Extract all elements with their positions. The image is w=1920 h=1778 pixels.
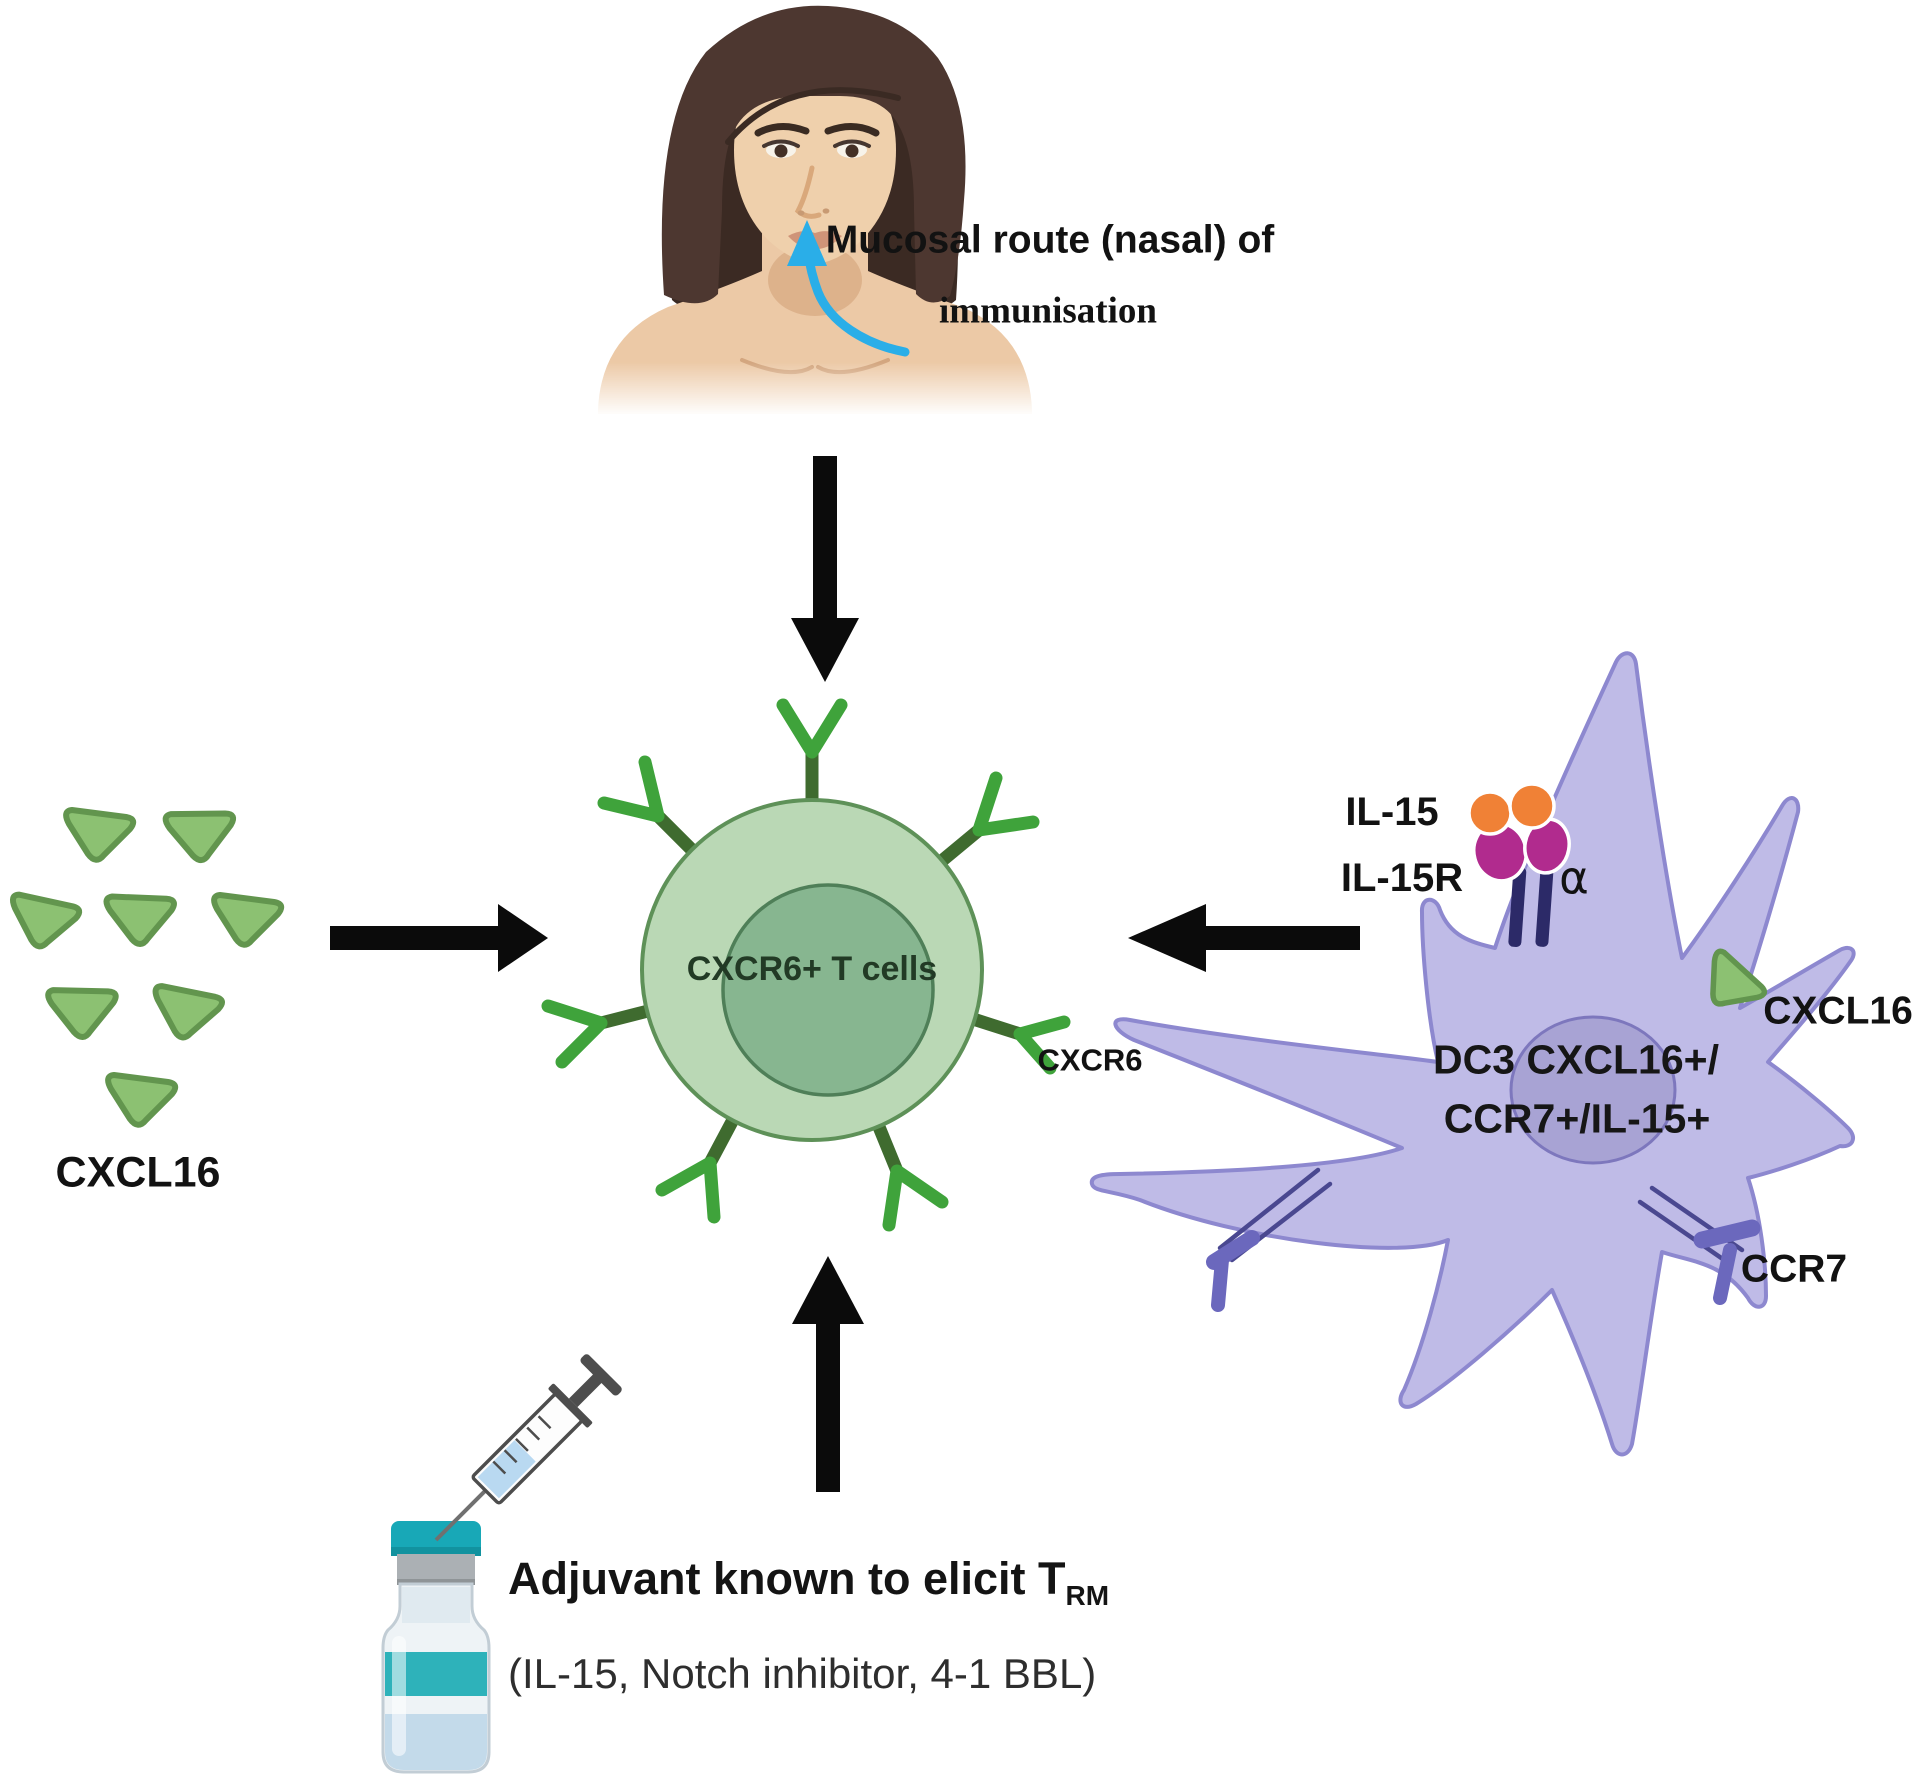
chest-fade: [560, 362, 1080, 416]
ccr7-receptor-icon: [1637, 1185, 1761, 1305]
iris-left: [774, 144, 788, 158]
cxcl16-molecule-icon: [108, 1075, 175, 1125]
t-cell-receptors: [541, 698, 1071, 1232]
ccr7-receptor-icon: [1206, 1167, 1333, 1312]
nasal-route-arrowhead-icon: [787, 220, 827, 266]
person-illustration: [560, 5, 1080, 416]
adjuvant-heading-subscript: RM: [1065, 1580, 1110, 1611]
arrow-down-icon: [791, 456, 859, 682]
il15r-alpha-label: α: [1559, 851, 1589, 905]
syringe-icon: [434, 1354, 622, 1542]
ccr7-label: CCR7: [1740, 1247, 1848, 1291]
il15r-subunit-icon: [1523, 817, 1571, 875]
dc-body-label-line1: DC3 CXCL16+/: [1433, 1036, 1719, 1083]
eyebrow-left-icon: [754, 123, 810, 137]
il15r-label: IL-15R: [1340, 856, 1464, 900]
vial-icon: [381, 1521, 491, 1774]
mucosal-route-caption-line1: Mucosal route (nasal) of: [825, 218, 1275, 262]
cxcr6-receptor-label: CXCR6: [1037, 1042, 1143, 1078]
eyebrow-right-icon: [824, 123, 880, 137]
dc-cxcl16-label: CXCL16: [1763, 989, 1913, 1033]
cxcl16-molecule-icon: [48, 984, 120, 1041]
il15-receptor-complex-icon: [1467, 782, 1571, 948]
cxcl16-molecule-icon: [152, 986, 222, 1040]
receptor-icon: [541, 999, 659, 1069]
nostril-right: [822, 208, 830, 214]
arrow-left-icon: [1128, 904, 1360, 972]
iris-right: [845, 144, 859, 158]
nose: [794, 165, 822, 219]
receptor-icon: [655, 1109, 742, 1224]
adjuvant-detail: (IL-15, Notch inhibitor, 4-1 BBL): [508, 1650, 1097, 1697]
eyelid-left: [762, 139, 800, 148]
cxcl16-molecule-icon: [214, 895, 281, 945]
arrow-up-icon: [792, 1256, 864, 1492]
receptor-icon: [597, 755, 702, 860]
eyelid-right: [833, 139, 871, 148]
cxcr6-receptor-icon: [963, 1011, 1071, 1075]
face: [734, 62, 896, 264]
cxcl16-molecule-icon: [66, 810, 133, 860]
adjuvant-heading-main: Adjuvant known to elicit T: [508, 1553, 1066, 1604]
cxcl16-cluster-label: CXCL16: [55, 1148, 221, 1197]
cxcl16-molecule-icon: [9, 894, 80, 949]
dendritic-cell-icon: [1089, 651, 1856, 1457]
t-cell-nucleus: [721, 883, 935, 1097]
il15-cytokine-icon: [1467, 790, 1513, 836]
receptor-icon: [870, 1115, 949, 1232]
hair-fringe-sweep: [725, 87, 901, 145]
hair-front: [661, 5, 966, 304]
cxcl16-molecule-icon: [106, 891, 177, 946]
t-cell-icon: [541, 698, 1071, 1232]
il15-label: IL-15: [1345, 790, 1439, 834]
t-cell-label: CXCR6+ T cells: [686, 950, 938, 988]
il15-cytokine-icon: [1508, 782, 1556, 830]
adjuvant-heading: Adjuvant known to elicit TRM: [508, 1556, 1109, 1610]
cxcl16-molecule-cluster: [9, 806, 281, 1125]
receptor-icon: [776, 698, 848, 812]
arrow-right-icon: [330, 904, 548, 972]
dc-body: [1089, 651, 1856, 1457]
cxcl16-molecule-icon: [165, 806, 238, 865]
dc-nucleus: [1509, 1015, 1677, 1165]
receptor-icon: [931, 771, 1040, 871]
mucosal-route-caption-line2: immunisation: [939, 290, 1157, 332]
dc-body-label-line2: CCR7+/IL-15+: [1443, 1095, 1711, 1142]
nostril-left: [797, 210, 805, 216]
